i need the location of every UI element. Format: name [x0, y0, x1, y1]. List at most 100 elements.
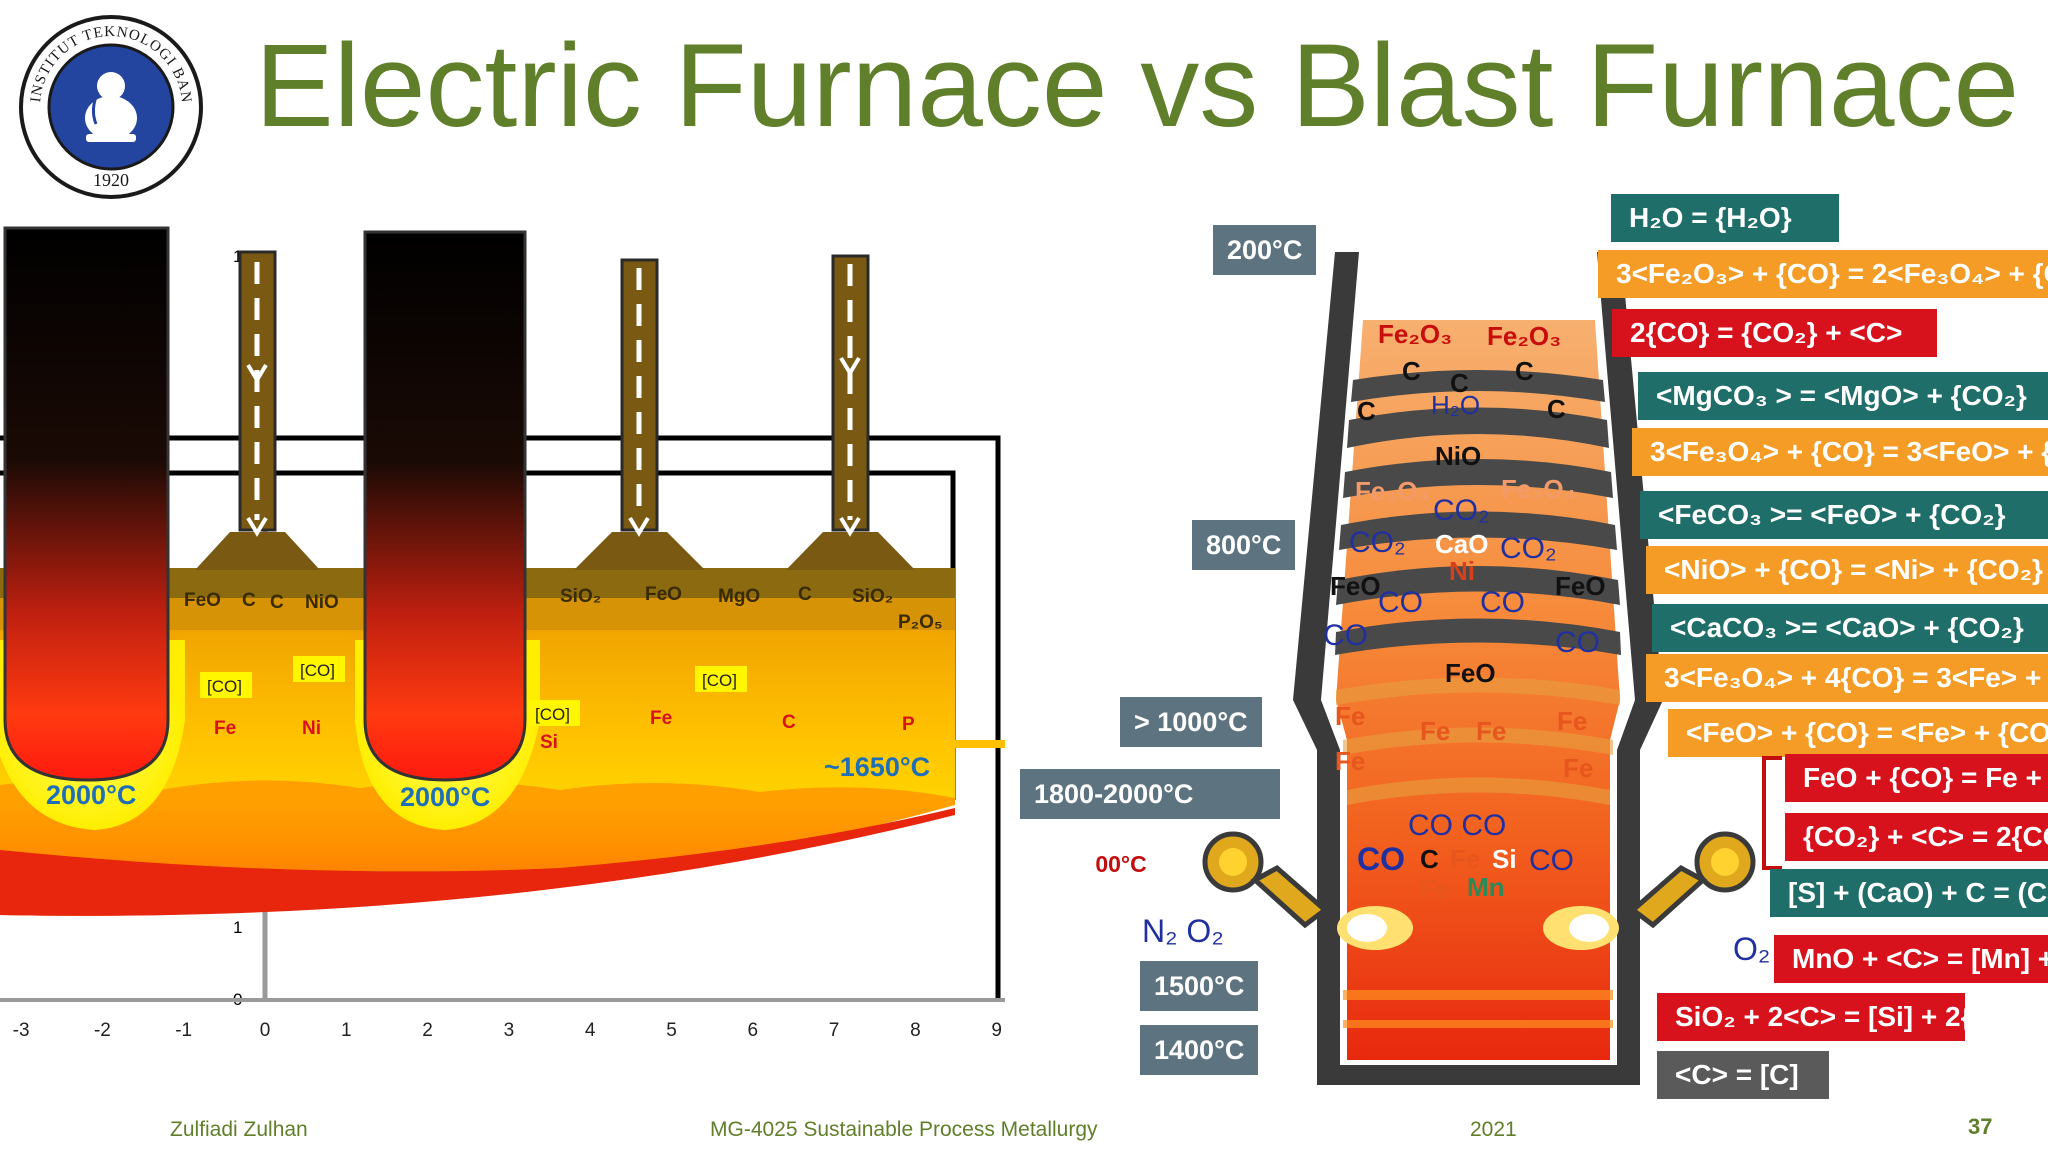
- species-feo: FeO: [645, 584, 682, 605]
- x-tick-label: 5: [666, 1020, 677, 1041]
- species-fe: Fe: [650, 708, 672, 729]
- temp-box-800: 800°C: [1192, 520, 1296, 570]
- species-c: C: [1420, 844, 1439, 874]
- slide-title: Electric Furnace vs Blast Furnace: [255, 20, 2020, 152]
- species-co: CO CO: [1408, 809, 1506, 842]
- temp-box-1800: 1800-2000°C: [1020, 769, 1280, 819]
- species-fe2o3: Fe₂O₃: [1378, 319, 1452, 349]
- species-co2: CO₂: [1349, 526, 1406, 559]
- x-tick-label: -3: [13, 1020, 30, 1041]
- species-fe: Fe: [1335, 746, 1365, 776]
- electrode-temp-label: 2000°C: [46, 780, 136, 810]
- species-co: CO: [1555, 626, 1600, 659]
- species-co: CO: [1378, 586, 1423, 619]
- x-tick-label: 9: [991, 1020, 1002, 1041]
- x-tick-label: 6: [748, 1020, 759, 1041]
- species-c: C: [782, 712, 796, 733]
- x-tick-label: 4: [585, 1020, 596, 1041]
- electrode-temp-label: 2000°C: [400, 782, 490, 812]
- equation-box: 3<Fe₂O₃> + {CO} = 2<Fe₃O₄> + {CO₂}: [1598, 250, 2048, 298]
- species-feo: FeO: [1555, 571, 1606, 601]
- feed-chute-1: [195, 250, 320, 570]
- species-c: C: [242, 590, 256, 611]
- species-feo: FeO: [184, 590, 221, 611]
- species-c: C: [270, 592, 284, 613]
- species-h2o: H₂O: [1431, 390, 1480, 420]
- species-si: Si: [540, 732, 558, 753]
- species-co2: CO₂: [1500, 532, 1557, 565]
- species-fe: Fe: [1335, 701, 1365, 731]
- species-fe: Fe: [1476, 716, 1506, 746]
- footer-course: MG-4025 Sustainable Process Metallurgy: [710, 1118, 1098, 1141]
- species-co-gas: [CO]: [702, 671, 737, 690]
- x-tick-label: 1: [341, 1020, 352, 1041]
- species-fe: Fe: [1420, 874, 1450, 904]
- species-c: C: [798, 584, 812, 605]
- x-tick-label: 0: [260, 1020, 271, 1041]
- logo-year: 1920: [93, 170, 129, 190]
- equation-box: 3<Fe₃O₄> + {CO} = 3<FeO> + {CO₂}: [1632, 428, 2048, 476]
- bath-temp-label: ~1650°C: [824, 752, 930, 782]
- species-fe: Fe: [1450, 844, 1480, 874]
- species-nio: NiO: [305, 592, 339, 613]
- species-fe: Fe: [1563, 753, 1593, 783]
- equation-box: <FeO> + {CO} = <Fe> + {CO₂}: [1668, 709, 2048, 757]
- species-co-gas: [CO]: [300, 661, 335, 680]
- species-feo: FeO: [1445, 658, 1496, 688]
- species-sio2: SiO₂: [560, 586, 601, 607]
- x-tick-label: 3: [504, 1020, 515, 1041]
- species-c: C: [1402, 356, 1421, 386]
- feed-chute-3: [786, 254, 915, 570]
- equation-box: <NiO> + {CO} = <Ni> + {CO₂}: [1646, 546, 2048, 594]
- species-co: CO: [1529, 844, 1574, 877]
- species-nio: NiO: [1435, 441, 1481, 471]
- zone-temp-label: 700-1100°C: [1095, 851, 1147, 877]
- itb-logo: INSTITUT TEKNOLOGI BANDUNG 1920: [18, 14, 203, 199]
- species-feo: FeO: [1330, 571, 1381, 601]
- temp-box-200: 200°C: [1213, 225, 1317, 275]
- ganesha-emblem-icon: [85, 72, 137, 142]
- species-co-gas: [CO]: [207, 677, 242, 696]
- x-tick-label: -1: [175, 1020, 192, 1041]
- temp-box-1000: > 1000°C: [1120, 697, 1262, 747]
- species-fe: Fe: [214, 718, 236, 739]
- species-c: C: [1547, 394, 1566, 424]
- equation-box: [S] + (CaO) + C = (CaS) + {CO}: [1770, 869, 2048, 917]
- species-fe2o3: Fe₂O₃: [1487, 321, 1561, 351]
- equation-box: <C> = [C]: [1657, 1051, 1829, 1099]
- x-tick-label: 8: [910, 1020, 921, 1041]
- species-si: Si: [1492, 844, 1517, 874]
- species-cao: CaO: [1435, 529, 1488, 559]
- equation-box: SiO₂ + 2<C> = [Si] + 2{CO}: [1657, 993, 1965, 1041]
- species-p2o5: P₂O₅: [898, 612, 943, 633]
- temp-box-1400: 1400°C: [1140, 1025, 1259, 1075]
- species-c: C: [1515, 356, 1534, 386]
- equation-box: <MgCO₃ > = <MgO> + {CO₂}: [1638, 372, 2048, 420]
- electrode-2: [363, 230, 527, 782]
- species-p: P: [902, 714, 915, 735]
- gas-inlet-label: N₂ O₂: [1142, 913, 1224, 949]
- equation-box: <CaCO₃ >= <CaO> + {CO₂}: [1652, 604, 2048, 652]
- equation-box: 3<Fe₃O₄> + 4{CO} = 3<Fe> + 4{CO₂}: [1646, 654, 2048, 702]
- electrode-1: [3, 226, 170, 782]
- species-fe3o4: Fe₃O₄: [1355, 476, 1430, 506]
- tuyere-right: [1629, 831, 1756, 929]
- equation-bracket: [1762, 756, 1782, 870]
- equation-box: <FeCO₃ >= <FeO> + {CO₂}: [1640, 491, 2048, 539]
- x-tick-label: 2: [422, 1020, 433, 1041]
- footer-author: Zulfiadi Zulhan: [170, 1118, 308, 1141]
- species-ni: Ni: [1449, 556, 1475, 586]
- temp-box-1500: 1500°C: [1140, 961, 1259, 1011]
- species-sio2: SiO₂: [852, 586, 893, 607]
- page-number: 37: [1968, 1114, 1993, 1139]
- species-mn: Mn: [1467, 872, 1505, 902]
- feed-chute-2: [574, 258, 705, 570]
- tuyere-left: [1202, 831, 1329, 929]
- species-mgo: MgO: [718, 586, 760, 607]
- species-co: CO: [1480, 586, 1525, 619]
- gas-inlet-label: O₂: [1733, 931, 1770, 967]
- species-c: C: [1357, 396, 1376, 426]
- equation-box: 2{CO} = {CO₂} + <C>: [1612, 309, 1937, 357]
- species-co: CO: [1357, 841, 1405, 877]
- y-tick-1: 1: [233, 918, 242, 937]
